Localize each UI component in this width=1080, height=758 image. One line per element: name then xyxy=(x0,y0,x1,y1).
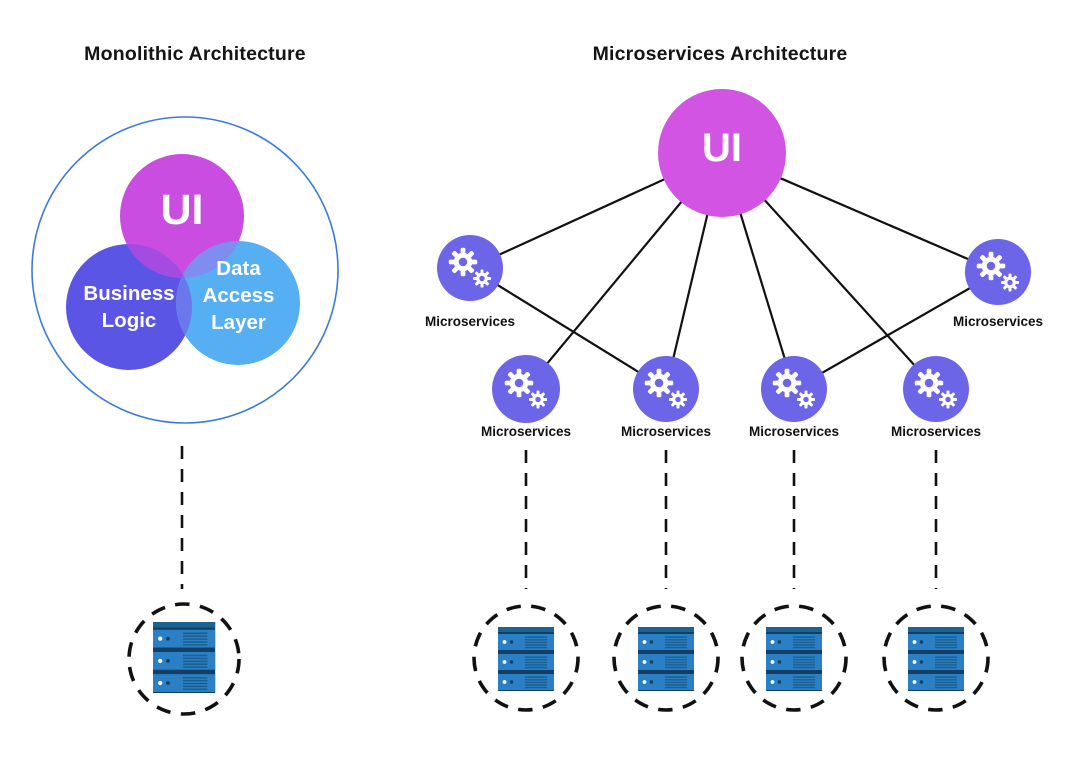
microservice-label-bottom-3: Microservices xyxy=(748,424,840,439)
microservice-node xyxy=(903,356,969,422)
server-stack-icons xyxy=(153,622,964,693)
microservice-label-bottom-1: Microservices xyxy=(480,424,572,439)
ui-circle-microservices xyxy=(658,89,786,217)
server-stack-icon xyxy=(766,627,822,691)
monolith-boundary-circle xyxy=(31,116,339,424)
microservice-label-top-left: Microservices xyxy=(424,314,516,329)
microservice-node xyxy=(633,356,699,422)
monolithic-title: Monolithic Architecture xyxy=(84,43,306,65)
microservice-node xyxy=(437,235,503,301)
ui-data-overlap xyxy=(176,241,244,278)
microservice-node xyxy=(492,355,560,423)
microservices-title: Microservices Architecture xyxy=(592,43,848,65)
microservice-node xyxy=(965,239,1031,305)
microservice-label-bottom-2: Microservices xyxy=(620,424,712,439)
microservice-node xyxy=(761,356,827,422)
monolith-ui-label: UI xyxy=(160,186,204,234)
business-logic-circle xyxy=(66,244,192,370)
server-stack-icon xyxy=(638,627,694,691)
business-logic-label: Business Logic xyxy=(83,282,175,332)
microservice-label-top-right: Microservices xyxy=(952,314,1044,329)
server-stack-icon xyxy=(498,627,554,691)
dashed-deployment-connectors xyxy=(180,446,938,589)
server-stack-icon xyxy=(153,622,215,693)
server-stack-icon xyxy=(908,627,964,691)
microservices-ui-label: UI xyxy=(702,126,742,170)
server-boundary-circles xyxy=(127,602,990,716)
microservice-label-bottom-4: Microservices xyxy=(890,424,982,439)
data-access-label: Data Access Layer xyxy=(202,257,275,334)
microservice-nodes xyxy=(437,235,1031,423)
